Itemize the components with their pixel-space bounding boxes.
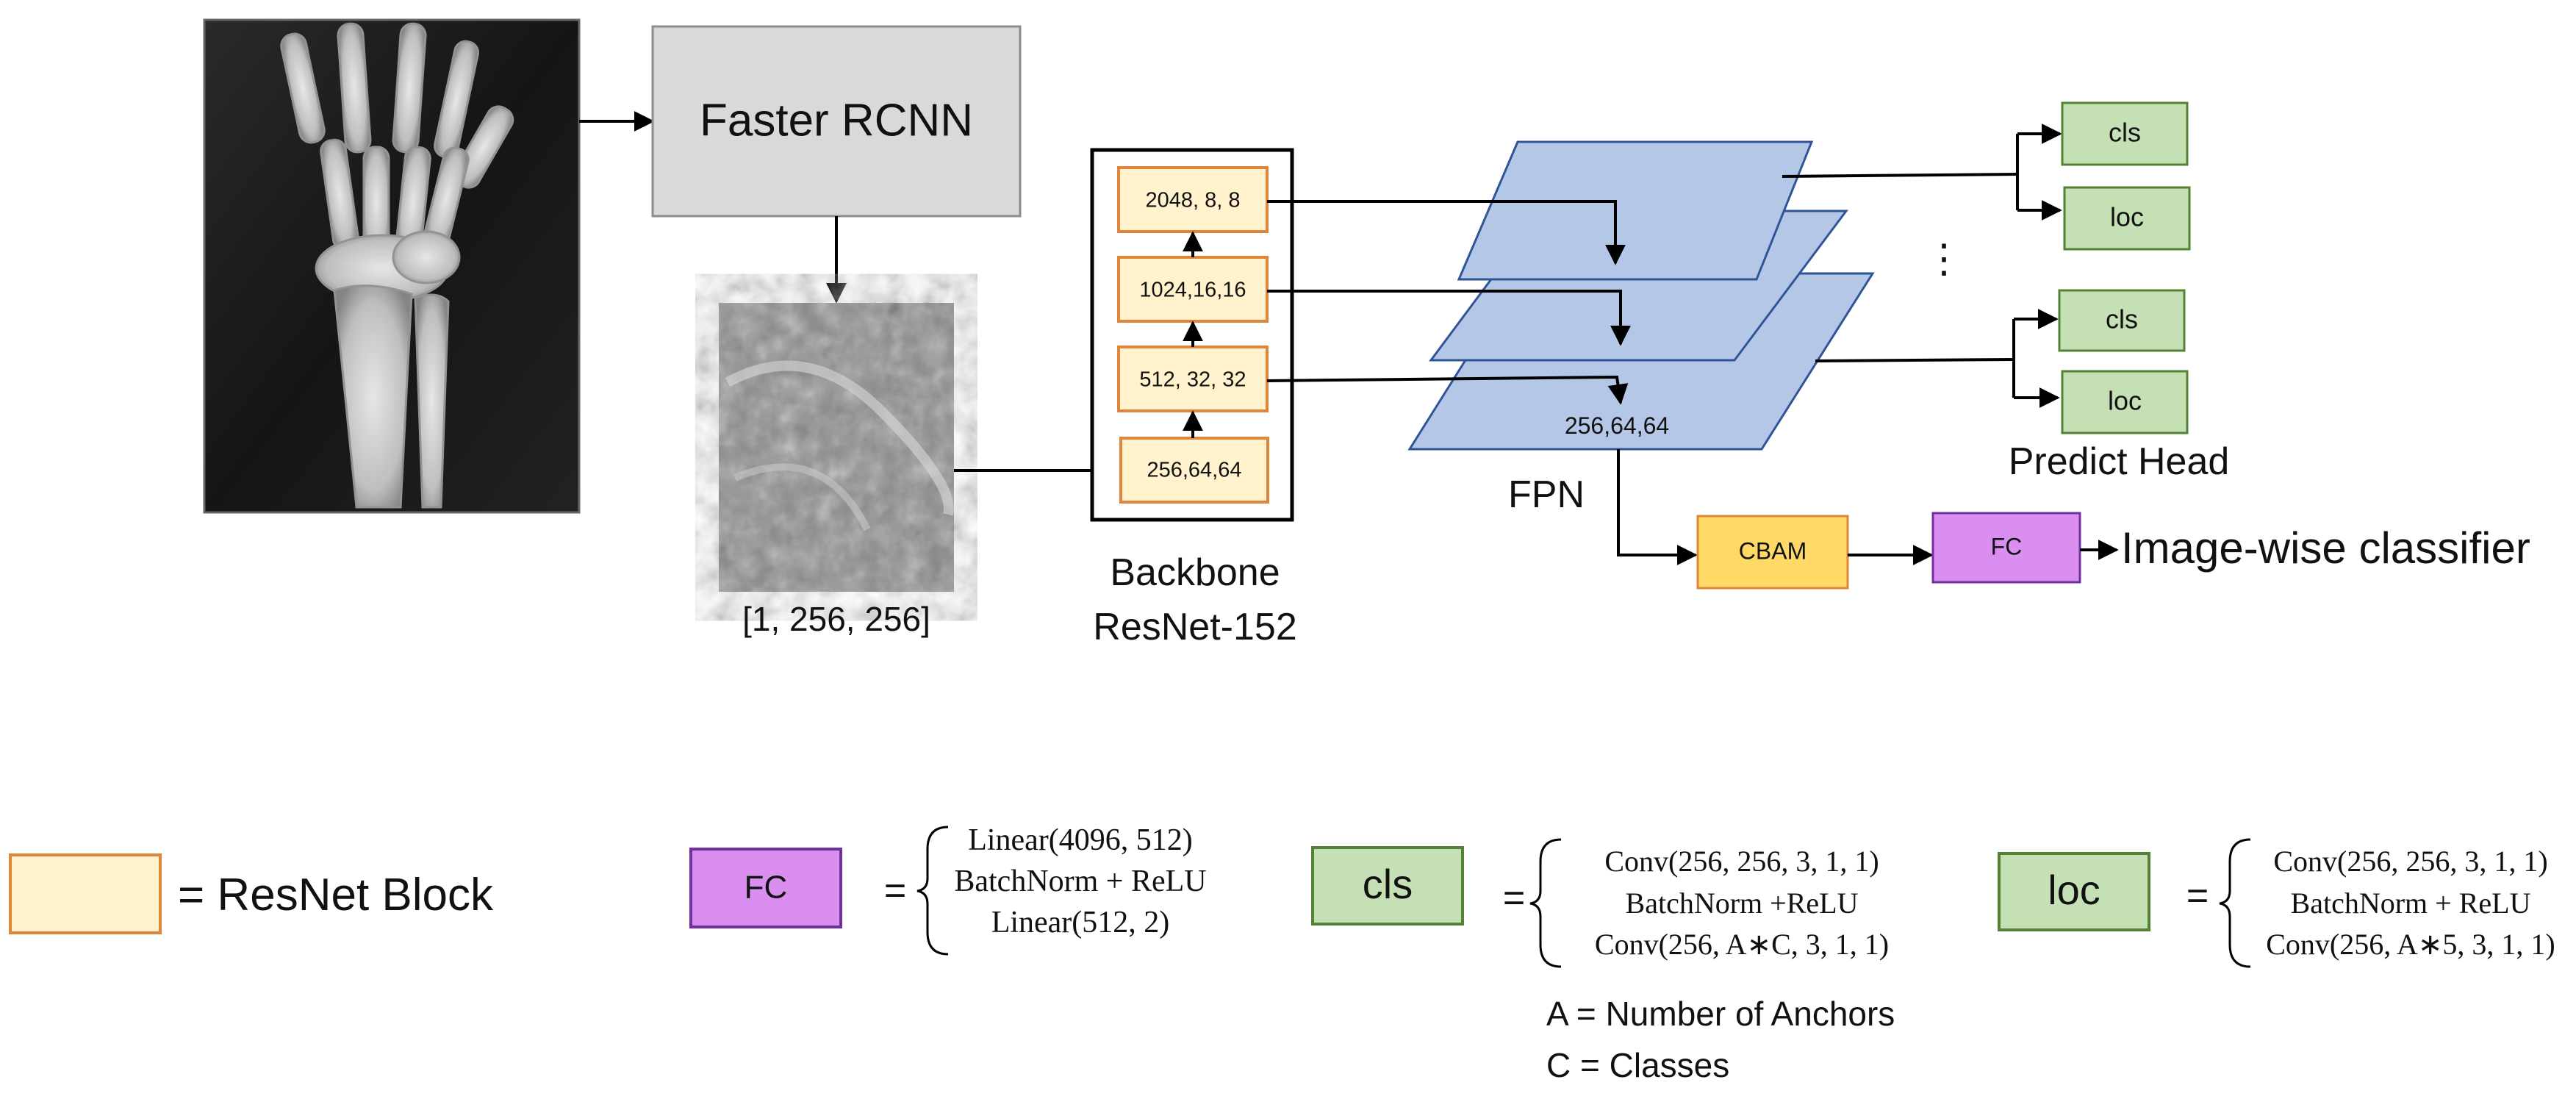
- lower-cls-label: cls: [2106, 304, 2138, 334]
- arrow-512-to-fpn: [1266, 375, 1629, 405]
- ellipsis-more-heads: ⋮: [1924, 237, 1964, 281]
- cbam-box: [1696, 515, 1849, 590]
- legend-resnet-swatch: [9, 853, 162, 934]
- legend-loc-brace: [2219, 838, 2251, 968]
- fpn-layer-label: 256,64,64: [1565, 412, 1669, 439]
- legend-loc-line-2: BatchNorm + ReLU: [2291, 887, 2531, 920]
- legend-loc-line-3: Conv(256, A∗5, 3, 1, 1): [2266, 928, 2555, 961]
- fpn-label: FPN: [1508, 473, 1585, 516]
- predict-head-upper: cls loc: [1782, 101, 2191, 251]
- upper-cls-label: cls: [2109, 118, 2141, 148]
- legend-fc-brace: [916, 826, 949, 956]
- legend-anchors-note: A = Number of Anchors: [1546, 995, 1895, 1033]
- legend-cls-label: cls: [1363, 861, 1413, 907]
- faster-rcnn-box: [651, 25, 1022, 218]
- connector-fpn-to-lower-head: [1815, 358, 2014, 362]
- upper-loc-box: [2063, 186, 2191, 251]
- legend-fc-label: FC: [745, 870, 788, 906]
- legend-loc-equals: =: [2186, 875, 2209, 917]
- backbone-subtitle: ResNet-152: [1093, 606, 1296, 648]
- lower-loc-box: [2061, 370, 2189, 434]
- lower-cls-box: [2058, 289, 2186, 352]
- lower-loc-label: loc: [2108, 386, 2142, 416]
- resnet-block-2048-label: 2048, 8, 8: [1146, 189, 1241, 212]
- legend-cls-box: [1311, 846, 1464, 926]
- upper-cls-box: [2061, 101, 2189, 166]
- legend-fc-box: [689, 848, 842, 928]
- legend-loc-box: [1998, 852, 2150, 931]
- fc-box: [1931, 512, 2081, 584]
- wrist-xray-image: [203, 18, 581, 514]
- legend-cls-line-3: Conv(256, A∗C, 3, 1, 1): [1595, 928, 1889, 961]
- resnet-block-512-label: 512, 32, 32: [1139, 368, 1246, 392]
- resnet-block-1024-label: 1024,16,16: [1139, 279, 1246, 302]
- cbam-label: CBAM: [1739, 537, 1807, 564]
- resnet-block-256-label: 256,64,64: [1147, 459, 1241, 482]
- fc-label: FC: [1991, 533, 2023, 559]
- predict-head-label: Predict Head: [2009, 440, 2230, 483]
- legend-cls-line-2: BatchNorm +ReLU: [1626, 887, 1859, 920]
- resnet-block-2048: [1117, 166, 1269, 233]
- legend-classes-note: C = Classes: [1546, 1046, 1729, 1084]
- legend-cls-equals: =: [1503, 877, 1525, 920]
- legend-fc-line-2: BatchNorm + ReLU: [954, 864, 1206, 898]
- arrow-2048-to-fpn: [1267, 200, 1626, 265]
- cropped-patch-image: [719, 303, 954, 592]
- legend-loc-label: loc: [2048, 867, 2100, 913]
- arrow-fpn-to-cbam: [1617, 449, 1698, 565]
- connector-fpn-to-upper-head: [1782, 173, 2018, 178]
- legend-cls-brace: [1529, 838, 1562, 968]
- upper-loc-label: loc: [2110, 202, 2144, 232]
- resnet-block-512: [1117, 346, 1269, 412]
- legend-cls-line-1: Conv(256, 256, 3, 1, 1): [1604, 845, 1879, 878]
- predict-head-lower: cls loc: [1815, 289, 2189, 434]
- fpn-layer-top: [1457, 140, 1814, 281]
- classifier-label: Image-wise classifier: [2121, 523, 2530, 573]
- faster-rcnn-label: Faster RCNN: [700, 95, 973, 146]
- crop-size-label: [1, 256, 256]: [742, 600, 930, 638]
- legend-loc-line-1: Conv(256, 256, 3, 1, 1): [2273, 845, 2547, 878]
- legend-resnet-label: = ResNet Block: [178, 870, 494, 920]
- backbone-title: Backbone: [1110, 551, 1280, 594]
- legend: = ResNet Block FC = Linear(4096, 512) Ba…: [9, 823, 2555, 1084]
- legend-fc-equals: =: [884, 870, 906, 912]
- arrow-1024-to-fpn: [1267, 290, 1631, 346]
- legend-fc-line-1: Linear(4096, 512): [968, 823, 1193, 857]
- legend-fc-line-3: Linear(512, 2): [991, 906, 1170, 939]
